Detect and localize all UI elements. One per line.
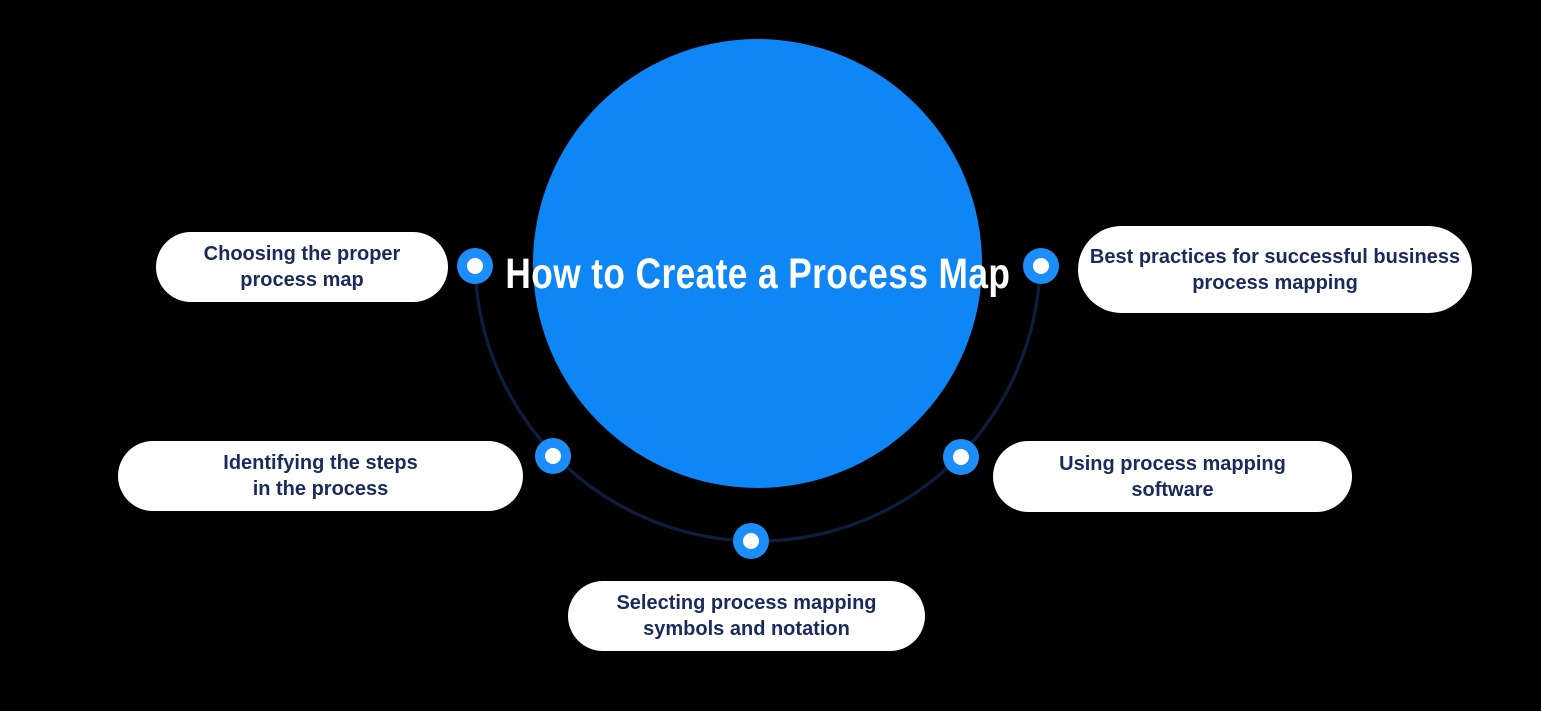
- label-identifying-steps-in-process: Identifying the steps in the process: [118, 441, 523, 511]
- node-dot-core: [467, 258, 483, 274]
- label-choosing-proper-process-map: Choosing the proper process map: [156, 232, 448, 302]
- label-line: Selecting process mapping: [616, 592, 877, 614]
- label-line: Choosing the proper: [203, 243, 401, 265]
- diagram-title: How to Create a Process Map: [505, 249, 1010, 300]
- label-line: symbols and notation: [643, 618, 850, 640]
- label-line: Identifying the steps: [223, 452, 418, 474]
- node-dot-core: [545, 448, 561, 464]
- node-dot-core: [1033, 258, 1049, 274]
- node-dot-selecting: [733, 523, 769, 559]
- central-topic-circle: How to Create a Process Map: [505, 39, 1010, 488]
- diagram-title-line2: Process Map: [787, 250, 1010, 298]
- diagram-title-line1: How to Create a: [505, 250, 778, 298]
- node-dot-using: [943, 439, 979, 475]
- label-best-practices-business-mapping: Best practices for successful business p…: [1078, 226, 1472, 313]
- node-dot-choosing: [457, 248, 493, 284]
- node-dot-core: [953, 449, 969, 465]
- node-dot-identifying: [535, 438, 571, 474]
- label-line: software: [1131, 478, 1214, 501]
- label-line: process mapping: [1192, 271, 1358, 294]
- node-dot-core: [743, 533, 759, 549]
- label-line: Best practices for successful business: [1089, 245, 1461, 268]
- node-dot-best-practices: [1023, 248, 1059, 284]
- label-using-mapping-software: Using process mapping software: [993, 441, 1352, 512]
- label-selecting-symbols-notation: Selecting process mapping symbols and no…: [568, 581, 925, 651]
- label-line: in the process: [252, 478, 389, 500]
- label-line: Using process mapping: [1059, 452, 1286, 475]
- label-line: process map: [240, 269, 364, 291]
